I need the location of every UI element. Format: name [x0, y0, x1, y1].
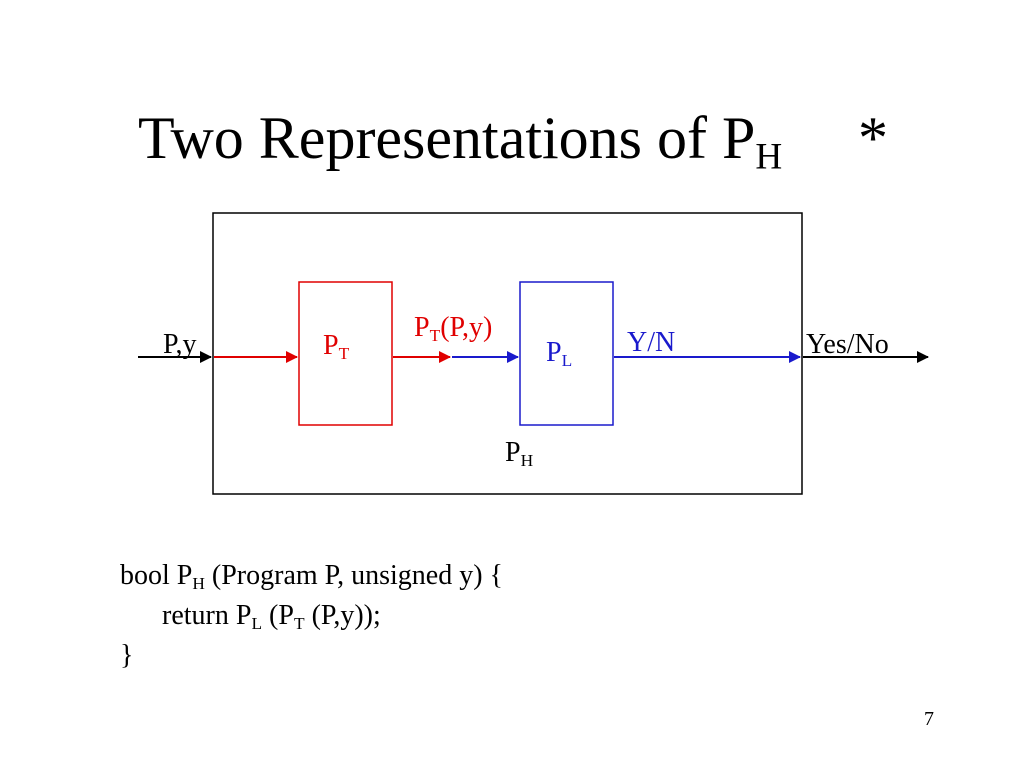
decider-label: PL	[546, 337, 573, 370]
outer-box-ph	[212, 212, 803, 495]
outer-box-label-base: P	[505, 437, 521, 468]
outer-box-label-subscript: H	[520, 450, 534, 470]
decider-output-label: Y/N	[627, 327, 676, 358]
code-line-1-prefix: bool P	[120, 560, 193, 591]
slide-title: Two Representations of PH	[138, 105, 782, 176]
translator-label: PT	[323, 330, 350, 363]
translator-label-subscript: T	[338, 343, 350, 363]
code-line-1-suffix: (Program P, unsigned y) {	[204, 560, 503, 591]
code-line-1-sub: H	[192, 573, 205, 593]
title-marker: *	[858, 105, 888, 171]
code-line-3: }	[120, 640, 134, 671]
code-line-2-sub1: L	[251, 613, 263, 633]
page-number: 7	[924, 708, 934, 730]
outer-box-label: PH	[505, 437, 534, 470]
translator-label-base: P	[323, 330, 339, 361]
translator-output-subscript: T	[429, 325, 441, 345]
code-line-1: bool PH (Program P, unsigned y) {	[120, 556, 503, 596]
decider-label-subscript: L	[561, 350, 573, 370]
input-label: P,y	[163, 329, 197, 360]
translator-output-suffix: (P,y)	[440, 312, 493, 343]
code-line-2-middle: (P	[262, 600, 294, 631]
translator-box	[298, 281, 393, 426]
decider-box	[519, 281, 614, 426]
code-snippet: bool PH (Program P, unsigned y) { return…	[120, 556, 503, 676]
code-line-2-prefix: return P	[162, 600, 252, 631]
code-line-2-suffix: (P,y));	[304, 600, 381, 631]
translator-output-label: PT(P,y)	[414, 312, 493, 345]
code-line-2-sub2: T	[293, 613, 305, 633]
decider-label-base: P	[546, 337, 562, 368]
code-line-2: return PL (PT (P,y));	[120, 596, 503, 636]
title-subscript: H	[755, 136, 783, 178]
translator-output-base: P	[414, 312, 430, 343]
title-text: Two Representations of P	[138, 105, 756, 171]
output-label: Yes/No	[806, 329, 889, 360]
